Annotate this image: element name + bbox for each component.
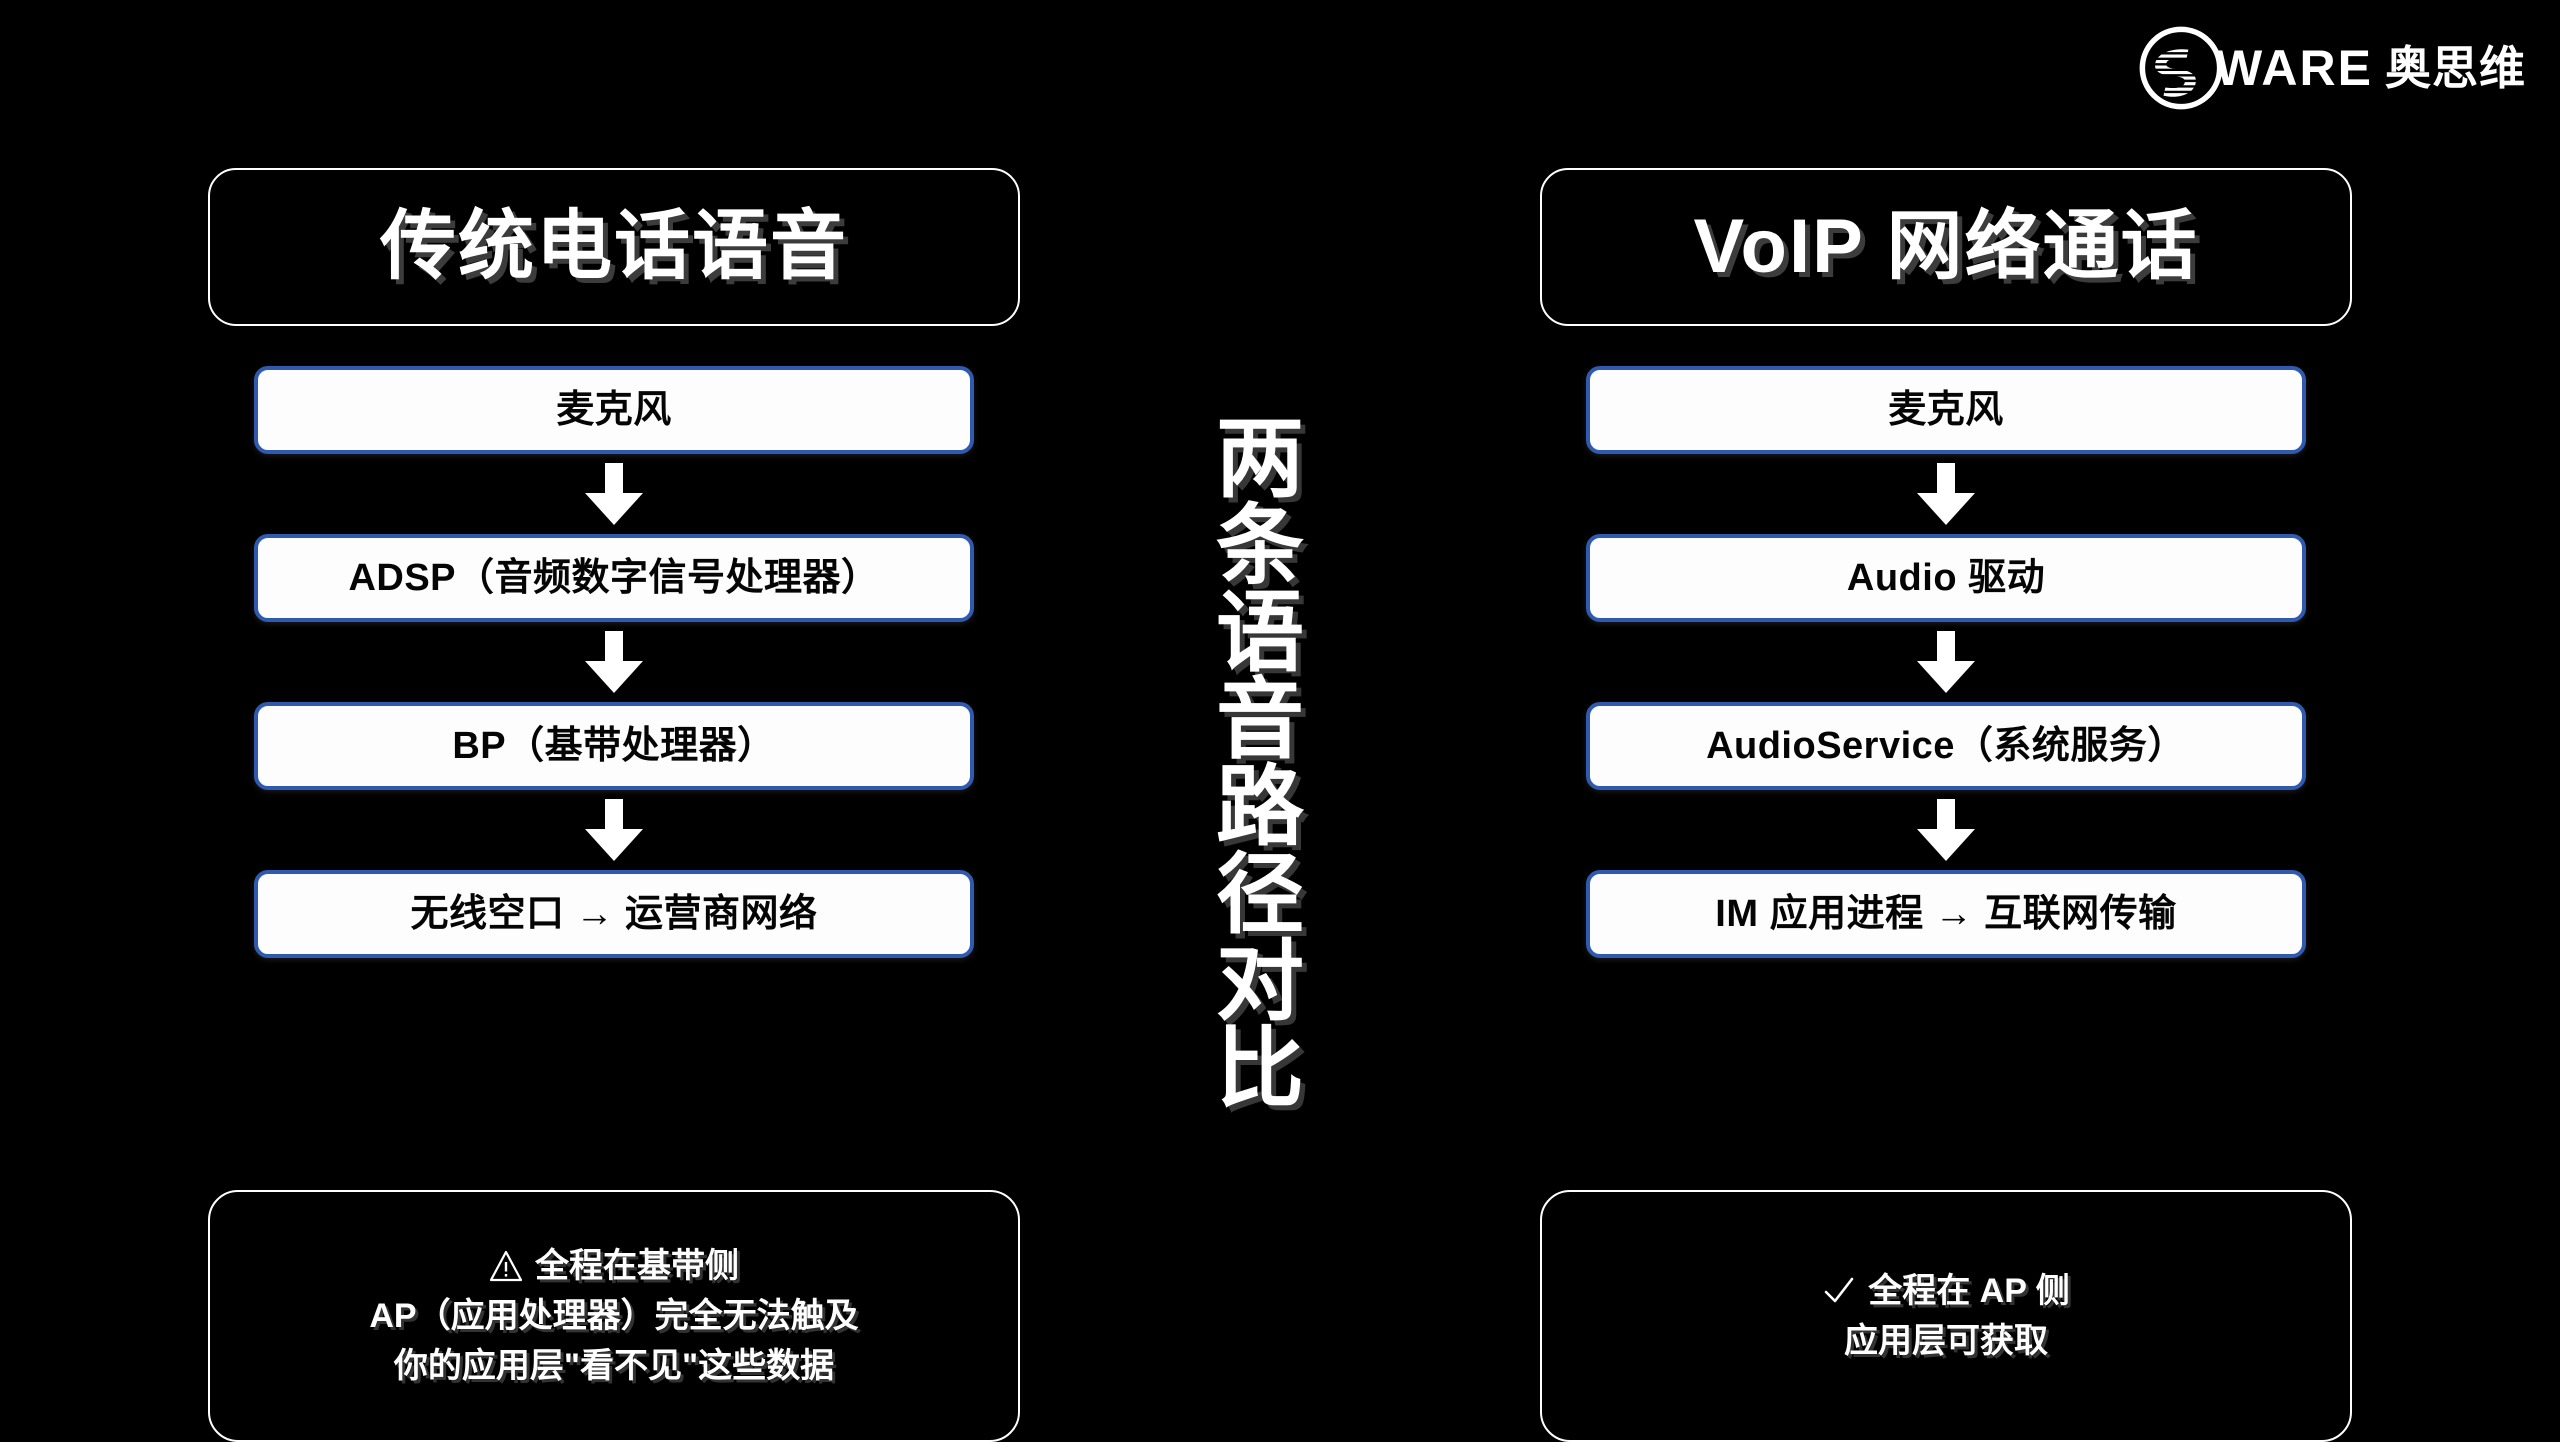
flow-step-box[interactable]: Audio 驱动 (1586, 534, 2306, 622)
center-title-char: 音 (1215, 670, 1304, 770)
flow-step-label: 麦克风 (1888, 389, 2004, 431)
arrow-down-icon (585, 631, 643, 693)
column-header-voip: VoIP 网络通话 (1540, 168, 2352, 326)
check-mark-icon (1824, 1277, 1854, 1303)
center-vertical-title: 两 条 语 音 路 径 对 比 (1180, 409, 1340, 1118)
note-line: 全程在基带侧 (489, 1244, 739, 1288)
swire-circle-s-logo-icon (2139, 26, 2223, 110)
column-title: VoIP 网络通话 (1693, 204, 2199, 289)
note-line: AP（应用处理器）完全无法触及 (369, 1296, 859, 1335)
flow-step-box[interactable]: 麦克风 (1586, 366, 2306, 454)
flow-step-box[interactable]: BP（基带处理器） (254, 702, 974, 790)
arrow-down-icon (585, 463, 643, 525)
center-title-char: 语 (1215, 583, 1304, 683)
flow-step-box[interactable]: AudioService（系统服务） (1586, 702, 2306, 790)
center-title-char: 两 (1215, 409, 1304, 508)
flow-step-label: Audio 驱动 (1846, 557, 2046, 599)
column-header-traditional: 传统电话语音 (208, 168, 1020, 326)
flow-step-label: IM 应用进程 → 互联网传输 (1715, 893, 2177, 935)
warning-triangle-icon (489, 1250, 523, 1281)
center-title-char: 对 (1215, 931, 1304, 1031)
column-voip-network-call: VoIP 网络通话 麦克风 Audio 驱动 AudioService（系统服务… (1540, 168, 2352, 1442)
arrow-down-icon (1917, 463, 1975, 525)
arrow-down-icon (1917, 799, 1975, 861)
flow-step-label: ADSP（音频数字信号处理器） (348, 557, 880, 599)
note-box-traditional: 全程在基带侧 AP（应用处理器）完全无法触及 你的应用层"看不见"这些数据 (208, 1190, 1020, 1442)
flow-step-box[interactable]: IM 应用进程 → 互联网传输 (1586, 870, 2306, 958)
note-line: 你的应用层"看不见"这些数据 (393, 1347, 835, 1386)
flow-step-label: 无线空口 → 运营商网络 (410, 893, 818, 935)
center-title-char: 径 (1215, 844, 1304, 944)
brand-logo: WARE 奥思维 (2135, 22, 2526, 114)
flow-step-label: 麦克风 (556, 389, 672, 431)
flow-step-box[interactable]: 麦克风 (254, 366, 974, 454)
brand-latin-text: WARE (2215, 40, 2373, 96)
flow-step-box[interactable]: ADSP（音频数字信号处理器） (254, 534, 974, 622)
note-line-text: 全程在基带侧 (535, 1246, 739, 1285)
note-line: 应用层可获取 (1844, 1322, 2048, 1360)
center-title-char: 条 (1215, 496, 1304, 596)
note-box-voip: 全程在 AP 侧 应用层可获取 (1540, 1190, 2352, 1442)
flow-step-label: AudioService（系统服务） (1706, 725, 2186, 767)
arrow-down-icon (585, 799, 643, 861)
flow-step-label: BP（基带处理器） (452, 725, 776, 767)
note-line: 全程在 AP 侧 (1822, 1269, 2070, 1313)
arrow-down-icon (1917, 631, 1975, 693)
flow-traditional: 麦克风 ADSP（音频数字信号处理器） BP（基带处理器） 无线空口 → 运营商… (208, 366, 1020, 958)
center-title-char: 路 (1215, 757, 1304, 857)
brand-cjk-text: 奥思维 (2385, 42, 2526, 94)
brand-wordmark: WARE 奥思维 (2215, 43, 2526, 93)
flow-voip: 麦克风 Audio 驱动 AudioService（系统服务） IM 应用进程 … (1540, 366, 2352, 958)
column-title: 传统电话语音 (380, 204, 848, 289)
center-title-char: 比 (1215, 1018, 1304, 1118)
flow-step-box[interactable]: 无线空口 → 运营商网络 (254, 870, 974, 958)
note-line-text: 全程在 AP 侧 (1868, 1271, 2070, 1310)
column-traditional-telephony: 传统电话语音 麦克风 ADSP（音频数字信号处理器） BP（基带处理器） (208, 168, 1020, 1442)
